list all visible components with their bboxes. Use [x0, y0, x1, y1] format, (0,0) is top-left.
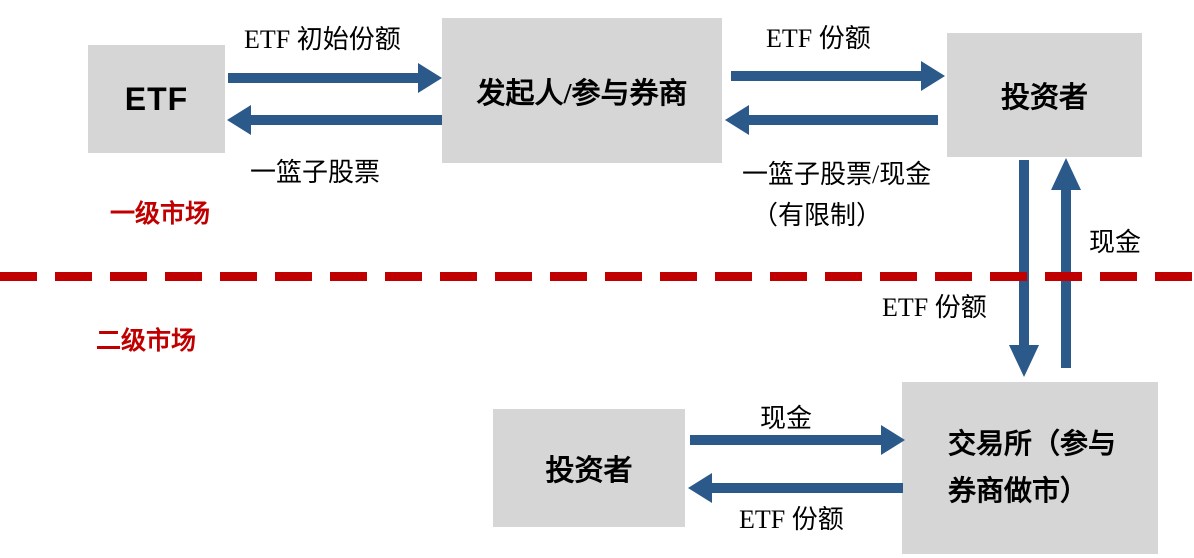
- label-restricted-note: （有限制）: [752, 201, 883, 230]
- arrow-shaft: [228, 73, 418, 83]
- node-etf: ETF: [88, 45, 225, 153]
- market-divider-line: [0, 272, 1194, 281]
- node-exchange-market-maker: 交易所（参与 券商做市）: [902, 382, 1158, 554]
- label-etf-shares-down: ETF 份额: [882, 293, 987, 322]
- node-investor-primary-label: 投资者: [1000, 82, 1088, 114]
- node-exchange-label-line1: 交易所（参与: [948, 429, 1117, 460]
- node-etf-label: ETF: [124, 80, 189, 117]
- arrow-head-left-icon: [725, 105, 749, 135]
- secondary-market-label: 二级市场: [96, 328, 197, 355]
- arrow-head-down-icon: [1009, 345, 1039, 377]
- arrow-shaft: [712, 483, 903, 493]
- label-cash-up: 现金: [1089, 228, 1142, 257]
- label-stock-basket: 一篮子股票: [250, 158, 381, 187]
- node-sponsor-participating-broker: 发起人/参与券商: [442, 18, 722, 163]
- node-investor-primary: 投资者: [947, 33, 1142, 157]
- node-investor-secondary: 投资者: [493, 409, 685, 527]
- arrow-shaft: [731, 71, 921, 81]
- arrow-shaft: [749, 115, 938, 125]
- arrow-head-right-icon: [881, 425, 905, 455]
- arrow-shaft: [251, 115, 442, 125]
- node-exchange-label-line2: 券商做市）: [948, 476, 1089, 507]
- node-exchange-label: 交易所（参与 券商做市）: [948, 421, 1116, 515]
- label-cash-bottom: 现金: [760, 404, 813, 433]
- arrow-head-left-icon: [227, 105, 251, 135]
- label-etf-shares-bottom: ETF 份额: [739, 505, 844, 534]
- label-stock-basket-or-cash: 一篮子股票/现金: [742, 160, 932, 189]
- arrow-head-right-icon: [418, 63, 442, 93]
- primary-market-label: 一级市场: [110, 201, 211, 228]
- arrow-head-right-icon: [921, 61, 945, 91]
- arrow-shaft: [1019, 160, 1029, 345]
- arrow-head-up-icon: [1051, 158, 1081, 190]
- arrow-shaft: [690, 435, 881, 445]
- label-etf-initial-shares: ETF 初始份额: [244, 25, 401, 54]
- node-investor-secondary-label: 投资者: [545, 455, 633, 487]
- node-sponsor-label: 发起人/参与券商: [476, 77, 688, 110]
- arrow-head-left-icon: [688, 473, 712, 503]
- label-etf-shares-primary: ETF 份额: [766, 24, 871, 53]
